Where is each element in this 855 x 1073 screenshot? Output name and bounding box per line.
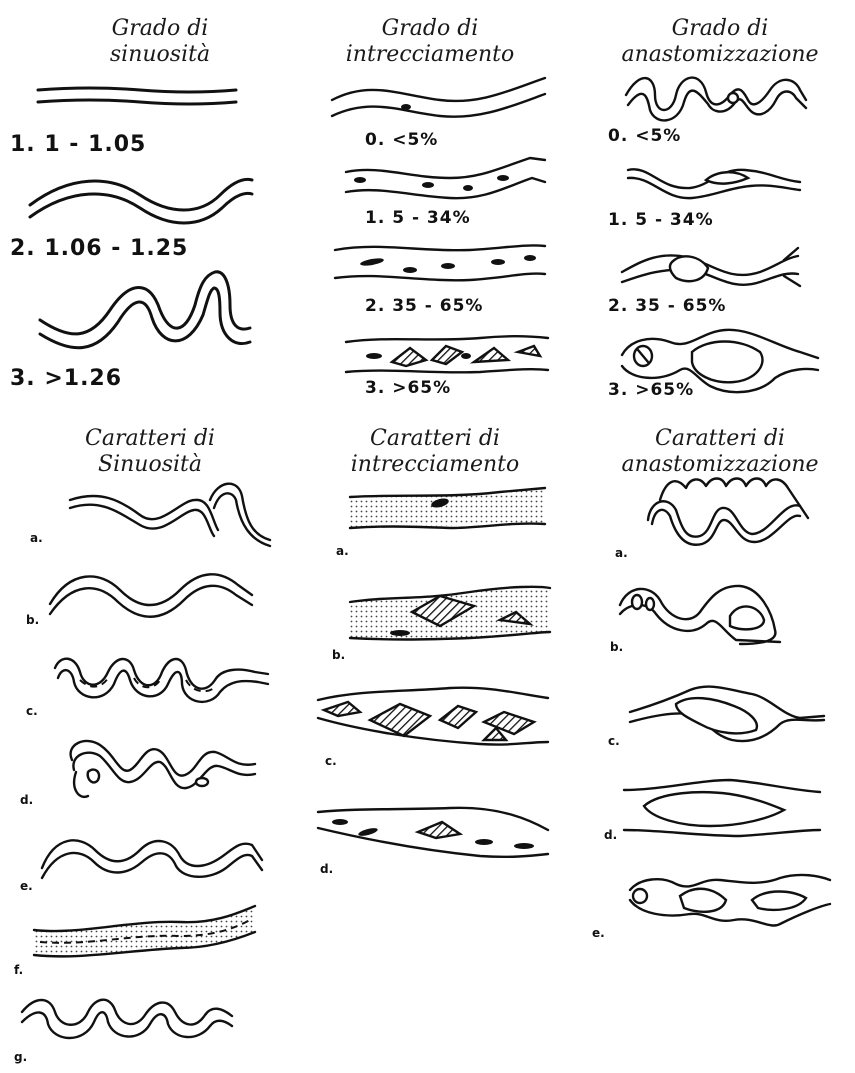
braiding-char-c-sketch bbox=[318, 688, 548, 745]
anastomosis-degree-0-sketch bbox=[626, 78, 806, 121]
sinuosity-char-f-sketch bbox=[34, 906, 255, 956]
braiding-degree-3-sketch bbox=[346, 336, 548, 372]
anastomosis-degree-3-sketch bbox=[622, 330, 818, 392]
braiding-char-a-sketch bbox=[350, 488, 545, 528]
anastomosis-degree-1-sketch bbox=[628, 169, 800, 198]
anastomosis-char-a-sketch bbox=[648, 479, 808, 545]
anastomosis-degree-2-sketch bbox=[622, 248, 800, 286]
sinuosity-char-e-sketch bbox=[42, 840, 262, 878]
sinuosity-char-g-sketch bbox=[22, 1000, 232, 1038]
braiding-degree-1-sketch bbox=[346, 158, 545, 198]
sinuosity-char-b-sketch bbox=[50, 574, 252, 616]
sinuosity-char-a-sketch bbox=[70, 484, 270, 546]
braiding-char-b-sketch bbox=[350, 587, 550, 640]
braiding-degree-0-sketch bbox=[332, 78, 545, 117]
sinuosity-char-c-sketch bbox=[55, 659, 268, 702]
anastomosis-char-c-sketch bbox=[630, 687, 824, 741]
braiding-degree-2-sketch bbox=[335, 245, 545, 280]
anastomosis-char-e-sketch bbox=[630, 875, 830, 926]
sinuosity-degree-2-sketch bbox=[30, 179, 252, 223]
sinuosity-degree-3-sketch bbox=[40, 272, 250, 348]
sinuosity-degree-1-sketch bbox=[38, 88, 236, 104]
anastomosis-char-d-sketch bbox=[624, 780, 820, 836]
anastomosis-char-b-sketch bbox=[620, 586, 780, 644]
sinuosity-char-d-sketch bbox=[71, 741, 255, 797]
braiding-char-d-sketch bbox=[318, 808, 548, 857]
